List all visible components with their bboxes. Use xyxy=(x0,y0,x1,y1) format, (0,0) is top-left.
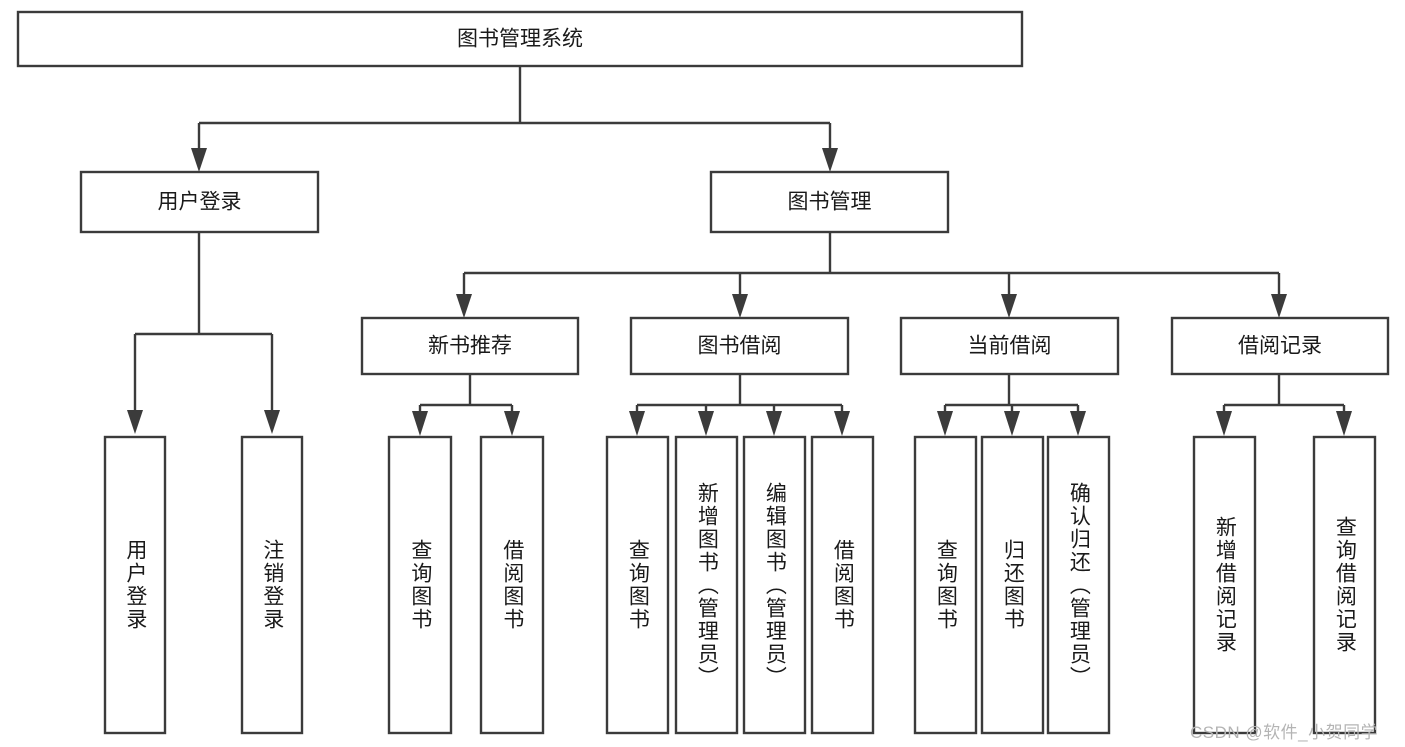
arrow-head-leaf-user-login-2 xyxy=(264,410,280,434)
connector-group-new-book-recommend xyxy=(412,374,520,436)
node-box-leaf-br-2[interactable] xyxy=(1312,435,1377,735)
node-box-new-book-recommend[interactable] xyxy=(360,316,580,376)
arrow-head-leaf-cb-1 xyxy=(937,411,953,436)
node-box-leaf-user-login-1[interactable] xyxy=(103,435,167,735)
arrow-head-book-manage xyxy=(822,148,838,172)
node-box-borrow-record[interactable] xyxy=(1170,316,1390,376)
arrow-head-leaf-cb-3 xyxy=(1070,411,1086,436)
node-box-leaf-cb-3[interactable] xyxy=(1046,435,1111,735)
node-label-book-manage: 图书管理 xyxy=(788,191,872,214)
node-label-current-borrow: 当前借阅 xyxy=(968,335,1052,358)
connector-group-user-login xyxy=(127,232,280,434)
arrow-head-book-borrow xyxy=(732,294,748,318)
node-label-new-book-recommend: 新书推荐 xyxy=(428,335,512,358)
node-box-book-borrow[interactable] xyxy=(629,316,850,376)
arrow-head-leaf-cb-2 xyxy=(1004,411,1020,436)
arrow-head-borrow-record xyxy=(1271,294,1287,318)
arrow-head-leaf-br-1 xyxy=(1216,411,1232,436)
node-label-root: 图书管理系统 xyxy=(457,28,583,51)
arrow-head-leaf-user-login-1 xyxy=(127,410,143,434)
node-box-leaf-nbr-1[interactable] xyxy=(387,435,453,735)
node-box-leaf-cb-2[interactable] xyxy=(980,435,1045,735)
node-box-leaf-bb-4[interactable] xyxy=(810,435,875,735)
connector-group-borrow-record xyxy=(1216,374,1352,436)
node-label-user-login: 用户登录 xyxy=(158,191,242,214)
arrow-head-leaf-bb-1 xyxy=(629,411,645,436)
node-box-leaf-nbr-2[interactable] xyxy=(479,435,545,735)
node-box-leaf-bb-3[interactable] xyxy=(742,435,807,735)
node-label-book-borrow: 图书借阅 xyxy=(698,335,782,358)
arrow-head-leaf-bb-3 xyxy=(766,411,782,436)
connector-group-current-borrow xyxy=(937,374,1086,436)
arrow-head-leaf-br-2 xyxy=(1336,411,1352,436)
node-box-leaf-cb-1[interactable] xyxy=(913,435,978,735)
arrow-head-leaf-bb-4 xyxy=(834,411,850,436)
node-box-leaf-bb-1[interactable] xyxy=(605,435,670,735)
arrow-head-leaf-nbr-1 xyxy=(412,411,428,436)
connector-group-book-manage xyxy=(456,232,1287,318)
connector-group-book-borrow xyxy=(629,374,850,436)
csdn-watermark: CSDN @软件_小贺同学 xyxy=(1190,723,1379,742)
node-label-borrow-record: 借阅记录 xyxy=(1238,335,1322,358)
arrow-head-leaf-bb-2 xyxy=(698,411,714,436)
arrow-head-user-login xyxy=(191,148,207,172)
node-box-book-manage[interactable] xyxy=(709,170,950,234)
arrow-head-current-borrow xyxy=(1001,294,1017,318)
node-box-user-login[interactable] xyxy=(79,170,320,234)
arrow-head-leaf-nbr-2 xyxy=(504,411,520,436)
node-box-leaf-user-login-2[interactable] xyxy=(240,435,304,735)
node-box-leaf-br-1[interactable] xyxy=(1192,435,1257,735)
node-box-root[interactable] xyxy=(16,10,1024,68)
node-box-current-borrow[interactable] xyxy=(899,316,1120,376)
node-box-leaf-bb-2[interactable] xyxy=(674,435,739,735)
arrow-head-new-book-recommend xyxy=(456,294,472,318)
connector-group-root xyxy=(191,66,838,172)
